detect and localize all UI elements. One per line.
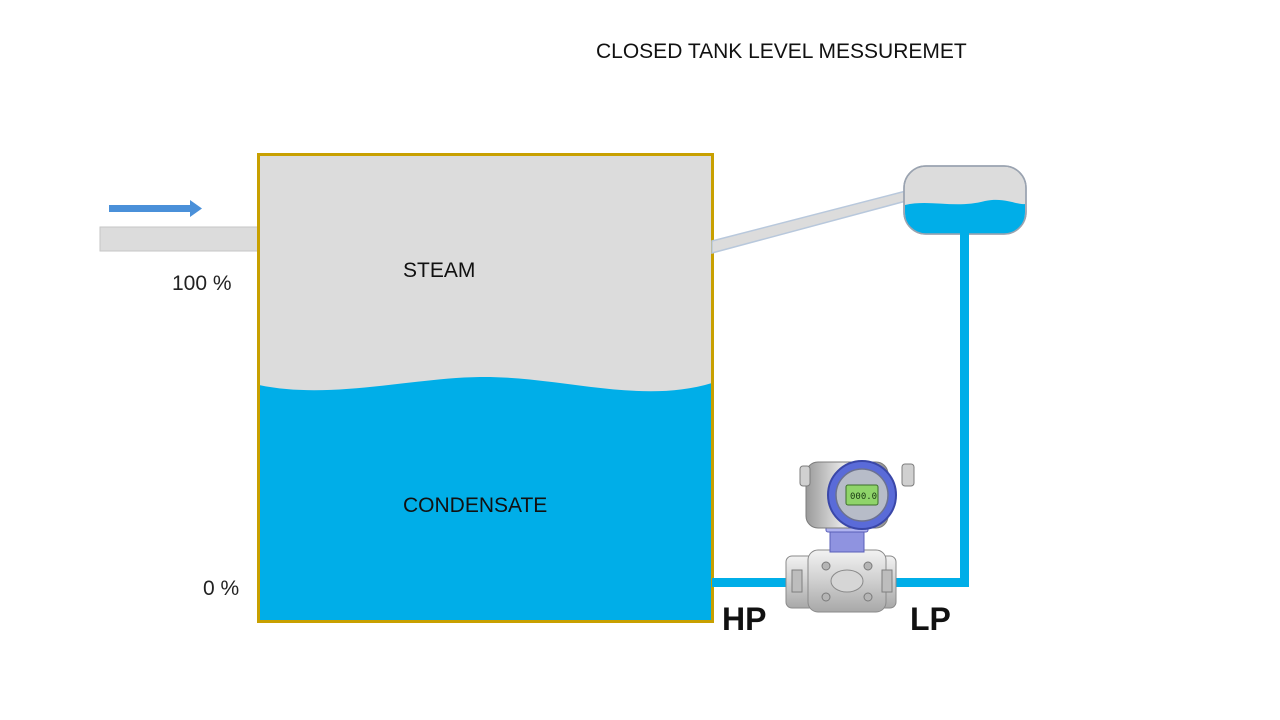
- steam-label: STEAM: [403, 259, 475, 282]
- lp-impulse-line: [893, 578, 969, 587]
- inlet-flow-arrow-icon: [109, 200, 202, 217]
- vapor-impulse-line: [711, 190, 907, 254]
- lcd-display: [845, 484, 879, 506]
- seal-pot: [903, 165, 1027, 235]
- diagram-title: CLOSED TANK LEVEL MESSUREMET: [596, 40, 967, 63]
- closed-tank: [257, 153, 714, 623]
- steam-inlet-pipe: [99, 226, 261, 252]
- lp-wet-leg: [960, 233, 969, 587]
- hp-port-label: HP: [722, 601, 766, 637]
- level-0-label: 0 %: [203, 577, 239, 600]
- tank-wall: [257, 153, 714, 623]
- level-100-label: 100 %: [172, 272, 232, 295]
- lcd-reading: 000.0: [850, 492, 877, 502]
- condensate-label: CONDENSATE: [403, 494, 547, 517]
- dp-transmitter-icon: 000.0: [785, 460, 915, 613]
- hp-impulse-line: [712, 578, 794, 587]
- lp-port-label: LP: [910, 601, 951, 637]
- condensate-region: [259, 376, 712, 621]
